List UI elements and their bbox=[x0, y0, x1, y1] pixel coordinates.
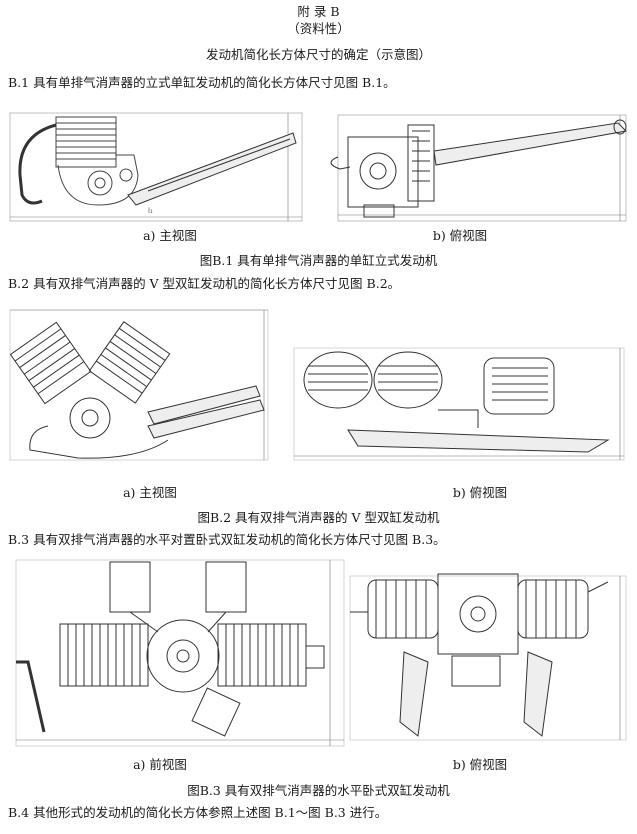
svg-text:l₁: l₁ bbox=[148, 207, 153, 215]
figure-b3-front-view-drawing bbox=[15, 559, 345, 747]
section-b4-text: B.4 其他形式的发动机的简化长方体参照上述图 B.1～图 B.3 进行。 bbox=[8, 805, 388, 820]
figure-b1-front-view-drawing: l₁ bbox=[9, 112, 303, 222]
figure-b3-top-view-drawing bbox=[349, 573, 627, 741]
figure-b3-caption: 图B.3 具有双排气消声器的水平卧式双缸发动机 bbox=[187, 783, 450, 798]
figure-b1-right-label: b) 俯视图 bbox=[432, 228, 488, 243]
figure-b2-drawings bbox=[9, 309, 625, 461]
figure-b3-drawings bbox=[15, 559, 627, 747]
figure-b1-caption: 图B.1 具有单排气消声器的单缸立式发动机 bbox=[199, 253, 438, 268]
figure-b2-right-label: b) 俯视图 bbox=[452, 485, 508, 500]
section-b3-text: B.3 具有双排气消声器的水平对置卧式双缸发动机的简化长方体尺寸见图 B.3。 bbox=[8, 532, 446, 547]
section-b2-text: B.2 具有双排气消声器的 V 型双缸发动机的简化长方体尺寸见图 B.2。 bbox=[8, 276, 401, 291]
figure-b1-drawings: l₁ bbox=[9, 112, 628, 222]
figure-b2-top-view-drawing bbox=[293, 347, 625, 461]
appendix-heading: 发动机简化长方体尺寸的确定（示意图） bbox=[205, 47, 431, 62]
figure-b2-left-label: a) 主视图 bbox=[123, 485, 177, 500]
figure-b2-front-view-drawing bbox=[9, 309, 269, 461]
figure-b1-left-label: a) 主视图 bbox=[143, 228, 197, 243]
figure-b3-right-label: b) 俯视图 bbox=[452, 757, 508, 772]
figure-b3-left-label: a) 前视图 bbox=[133, 757, 187, 772]
appendix-title: 附 录 B bbox=[297, 4, 340, 19]
figure-b1-top-view-drawing bbox=[330, 114, 628, 222]
figure-b2-caption: 图B.2 具有双排气消声器的 V 型双缸发动机 bbox=[197, 510, 440, 525]
section-b1-text: B.1 具有单排气消声器的立式单缸发动机的简化长方体尺寸见图 B.1。 bbox=[8, 75, 396, 90]
appendix-nature: （资料性） bbox=[287, 21, 350, 36]
